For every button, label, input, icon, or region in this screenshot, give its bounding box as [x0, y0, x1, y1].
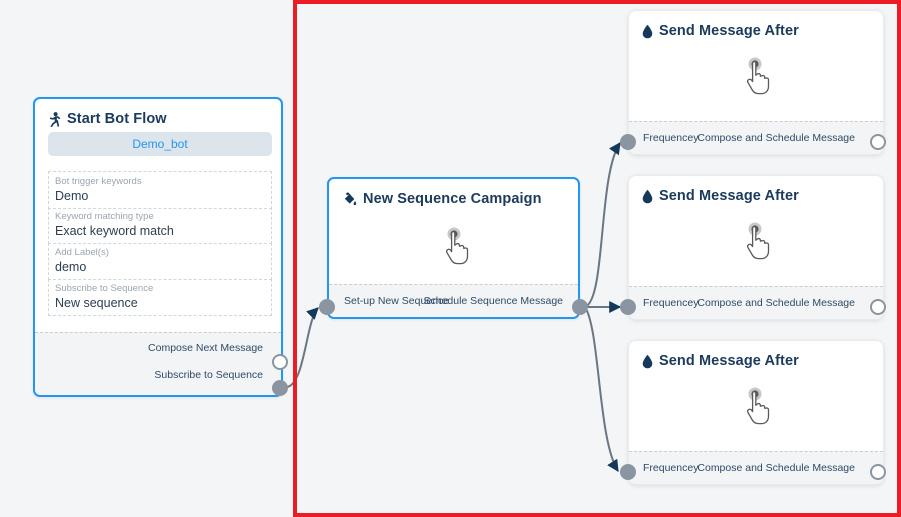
node-title-send-message-after-2: Send Message After [629, 176, 883, 204]
edge-bot-to-sequence [286, 307, 319, 388]
input-port-frequencey-3[interactable] [620, 464, 636, 480]
water-drop-icon [642, 189, 653, 204]
pointing-hand-cursor [733, 383, 779, 429]
node-title-send-message-after-1: Send Message After [629, 11, 883, 39]
output-port-subscribe-to-sequence[interactable] [272, 380, 288, 396]
node-title-start-bot-flow: Start Bot Flow [35, 99, 281, 127]
input-port-label-setup-new-sequence: Set-up New Sequence [344, 295, 450, 307]
output-port-label-compose-next-message: Compose Next Message [148, 342, 263, 354]
input-port-label-frequencey: Frequencey [643, 462, 699, 474]
field-group-keyword-matching-type[interactable]: Keyword matching type Exact keyword matc… [48, 207, 272, 244]
node-send-message-after-3[interactable]: Send Message After Frequencey Compose an… [628, 340, 884, 485]
output-port-compose-next-message[interactable] [272, 354, 288, 370]
water-drop-icon [642, 354, 653, 369]
node-send-message-after-1[interactable]: Send Message After Frequencey Compose an… [628, 10, 884, 155]
field-group-subscribe-to-sequence[interactable]: Subscribe to Sequence New sequence [48, 279, 272, 316]
input-port-label-frequencey: Frequencey [643, 297, 699, 309]
edge-sequence-to-card3 [584, 306, 619, 473]
node-title-text: Send Message After [659, 188, 799, 204]
node-start-bot-flow[interactable]: Start Bot Flow Demo_bot Bot trigger keyw… [33, 97, 283, 397]
node-footer-send-message-after-1: Frequencey Compose and Schedule Message [629, 121, 883, 154]
output-port-compose-and-schedule-message-3[interactable] [870, 464, 886, 480]
field-value: Exact keyword match [55, 224, 174, 238]
node-footer-send-message-after-3: Frequencey Compose and Schedule Message [629, 451, 883, 484]
field-value: demo [55, 260, 87, 274]
output-port-label-compose-and-schedule-message: Compose and Schedule Message [697, 462, 855, 474]
node-footer-send-message-after-2: Frequencey Compose and Schedule Message [629, 286, 883, 319]
input-port-label-frequencey: Frequencey [643, 132, 699, 144]
field-value: Demo [55, 189, 89, 203]
output-port-label-schedule-sequence-message: Schedule Sequence Message [423, 295, 563, 307]
water-drop-icon [642, 24, 653, 39]
input-port-frequencey-1[interactable] [620, 134, 636, 150]
node-footer-start-bot-flow: Compose Next Message Subscribe to Sequen… [35, 332, 281, 395]
field-group-bot-trigger-keywords[interactable]: Bot trigger keywords Demo [48, 171, 272, 209]
node-new-sequence-campaign[interactable]: New Sequence Campaign Set-up New Sequenc… [327, 177, 580, 319]
output-port-schedule-sequence-message[interactable] [572, 299, 588, 315]
pointing-hand-cursor [733, 218, 779, 264]
paint-bucket-icon [342, 191, 357, 207]
node-title-text: Send Message After [659, 23, 799, 39]
field-label: Subscribe to Sequence [55, 283, 154, 294]
node-footer-new-sequence-campaign: Set-up New Sequence Schedule Sequence Me… [329, 284, 578, 317]
output-port-label-compose-and-schedule-message: Compose and Schedule Message [697, 132, 855, 144]
pointing-hand-cursor [733, 53, 779, 99]
running-person-icon [48, 111, 61, 127]
bot-chip-label: Demo_bot [132, 137, 188, 151]
edge-sequence-to-card1 [584, 142, 621, 308]
node-title-send-message-after-3: Send Message After [629, 341, 883, 369]
output-port-label-compose-and-schedule-message: Compose and Schedule Message [697, 297, 855, 309]
bot-chip[interactable]: Demo_bot [48, 132, 272, 156]
pointing-hand-cursor [432, 223, 478, 269]
field-label: Bot trigger keywords [55, 176, 142, 187]
node-title-text: Start Bot Flow [67, 111, 167, 127]
input-port-setup-new-sequence[interactable] [319, 299, 335, 315]
node-title-text: Send Message After [659, 353, 799, 369]
node-title-text: New Sequence Campaign [363, 191, 542, 207]
field-label: Keyword matching type [55, 211, 154, 222]
field-label: Add Label(s) [55, 247, 109, 258]
node-title-new-sequence-campaign: New Sequence Campaign [329, 179, 578, 207]
input-port-frequencey-2[interactable] [620, 299, 636, 315]
field-value: New sequence [55, 296, 138, 310]
node-send-message-after-2[interactable]: Send Message After Frequencey Compose an… [628, 175, 884, 320]
output-port-compose-and-schedule-message-2[interactable] [870, 299, 886, 315]
output-port-compose-and-schedule-message-1[interactable] [870, 134, 886, 150]
output-port-label-subscribe-to-sequence: Subscribe to Sequence [154, 369, 263, 381]
field-group-add-labels[interactable]: Add Label(s) demo [48, 243, 272, 280]
